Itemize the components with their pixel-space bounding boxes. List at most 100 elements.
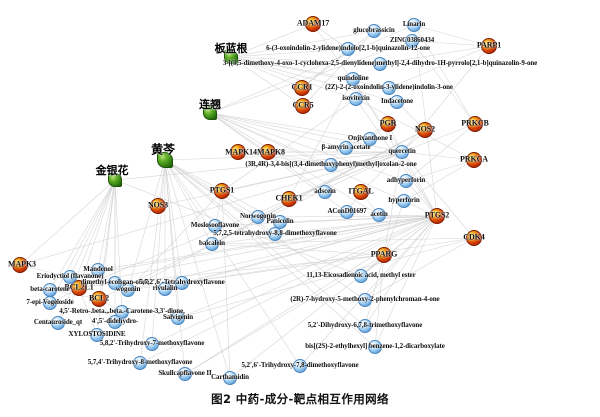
network-node-herb[interactable] bbox=[108, 173, 122, 187]
network-node-compound[interactable] bbox=[358, 293, 372, 307]
network-node-target[interactable] bbox=[71, 280, 87, 296]
network-edge bbox=[164, 159, 186, 375]
network-edge bbox=[237, 151, 332, 166]
network-edge bbox=[355, 98, 438, 217]
network-edge bbox=[151, 159, 166, 345]
network-node-target[interactable] bbox=[91, 291, 107, 307]
network-node-compound[interactable] bbox=[363, 132, 377, 146]
network-node-compound[interactable] bbox=[63, 270, 77, 284]
network-node-target[interactable] bbox=[429, 208, 445, 224]
network-edge bbox=[230, 23, 314, 58]
network-edge bbox=[127, 129, 426, 291]
network-edge bbox=[211, 190, 223, 245]
network-node-compound[interactable] bbox=[223, 371, 237, 385]
network-node-compound[interactable] bbox=[121, 283, 135, 297]
network-node-compound[interactable] bbox=[133, 356, 147, 370]
network-node-compound[interactable] bbox=[372, 208, 386, 222]
network-node-compound[interactable] bbox=[340, 205, 354, 219]
network-edge bbox=[221, 98, 357, 192]
network-edge bbox=[401, 151, 475, 161]
network-node-compound[interactable] bbox=[178, 367, 192, 381]
network-node-target[interactable] bbox=[214, 183, 230, 199]
network-node-compound[interactable] bbox=[341, 42, 355, 56]
network-node-compound[interactable] bbox=[251, 210, 265, 224]
network-edge bbox=[403, 159, 475, 202]
network-node-target[interactable] bbox=[305, 16, 321, 32]
network-edge bbox=[69, 215, 438, 278]
network-node-compound[interactable] bbox=[354, 269, 368, 283]
network-edge bbox=[127, 159, 166, 291]
network-node-compound[interactable] bbox=[171, 311, 185, 325]
network-node-compound[interactable] bbox=[405, 34, 419, 48]
network-node-compound[interactable] bbox=[346, 72, 360, 86]
network-node-compound[interactable] bbox=[175, 276, 189, 290]
network-node-compound[interactable] bbox=[397, 194, 411, 208]
network-edge bbox=[164, 159, 216, 227]
network-edge bbox=[301, 30, 375, 89]
network-node-target[interactable] bbox=[466, 152, 482, 168]
network-node-compound[interactable] bbox=[339, 141, 353, 155]
network-node-target[interactable] bbox=[230, 144, 246, 160]
network-node-compound[interactable] bbox=[43, 296, 57, 310]
network-edge bbox=[411, 40, 476, 125]
network-edge bbox=[177, 215, 438, 319]
network-node-compound[interactable] bbox=[373, 57, 387, 71]
network-edge bbox=[379, 45, 490, 65]
network-node-compound[interactable] bbox=[399, 174, 413, 188]
network-node-target[interactable] bbox=[380, 116, 396, 132]
network-node-target[interactable] bbox=[417, 122, 433, 138]
network-node-compound[interactable] bbox=[293, 359, 307, 373]
network-node-compound[interactable] bbox=[268, 227, 282, 241]
network-node-compound[interactable] bbox=[43, 283, 57, 297]
network-node-target[interactable] bbox=[260, 144, 276, 160]
network-edge bbox=[164, 159, 301, 367]
network-edge bbox=[360, 215, 438, 277]
network-node-target[interactable] bbox=[281, 191, 297, 207]
network-node-compound[interactable] bbox=[108, 315, 122, 329]
network-node-target[interactable] bbox=[150, 198, 166, 214]
network-node-herb[interactable] bbox=[224, 50, 238, 64]
network-node-target[interactable] bbox=[294, 80, 310, 96]
network-node-target[interactable] bbox=[481, 38, 497, 54]
network-edge bbox=[288, 78, 354, 200]
network-edge bbox=[184, 215, 438, 375]
network-node-target[interactable] bbox=[466, 230, 482, 246]
network-node-compound[interactable] bbox=[324, 158, 338, 172]
network-node-compound[interactable] bbox=[395, 145, 409, 159]
network-edge bbox=[164, 159, 231, 379]
network-edge bbox=[139, 215, 438, 364]
network-node-target[interactable] bbox=[295, 98, 311, 114]
network-node-compound[interactable] bbox=[205, 237, 219, 251]
network-edge bbox=[411, 40, 490, 47]
network-node-compound[interactable] bbox=[358, 319, 372, 333]
network-edge bbox=[401, 45, 490, 153]
network-node-compound[interactable] bbox=[407, 18, 421, 32]
network-edge bbox=[209, 112, 332, 166]
network-node-target[interactable] bbox=[376, 247, 392, 263]
network-node-compound[interactable] bbox=[382, 81, 396, 95]
network-node-target[interactable] bbox=[467, 116, 483, 132]
network-node-compound[interactable] bbox=[51, 316, 65, 330]
network-node-compound[interactable] bbox=[91, 263, 105, 277]
network-node-herb[interactable] bbox=[203, 106, 217, 120]
network-edge bbox=[364, 215, 438, 301]
network-node-compound[interactable] bbox=[158, 282, 172, 296]
network-node-compound[interactable] bbox=[368, 340, 382, 354]
network-edge bbox=[69, 179, 116, 278]
network-node-target[interactable] bbox=[353, 184, 369, 200]
network-node-compound[interactable] bbox=[108, 276, 122, 290]
network-node-compound[interactable] bbox=[367, 24, 381, 38]
network-edge bbox=[97, 179, 116, 271]
network-node-compound[interactable] bbox=[318, 185, 332, 199]
network-node-herb[interactable] bbox=[157, 152, 173, 168]
network-node-compound[interactable] bbox=[349, 92, 363, 106]
network-edge bbox=[401, 123, 476, 153]
network-node-compound[interactable] bbox=[90, 328, 104, 342]
network-edge bbox=[374, 254, 385, 348]
network-node-compound[interactable] bbox=[145, 337, 159, 351]
network-node-target[interactable] bbox=[12, 257, 28, 273]
network-node-compound[interactable] bbox=[390, 95, 404, 109]
network-edge bbox=[114, 179, 362, 277]
network-node-compound[interactable] bbox=[208, 219, 222, 233]
